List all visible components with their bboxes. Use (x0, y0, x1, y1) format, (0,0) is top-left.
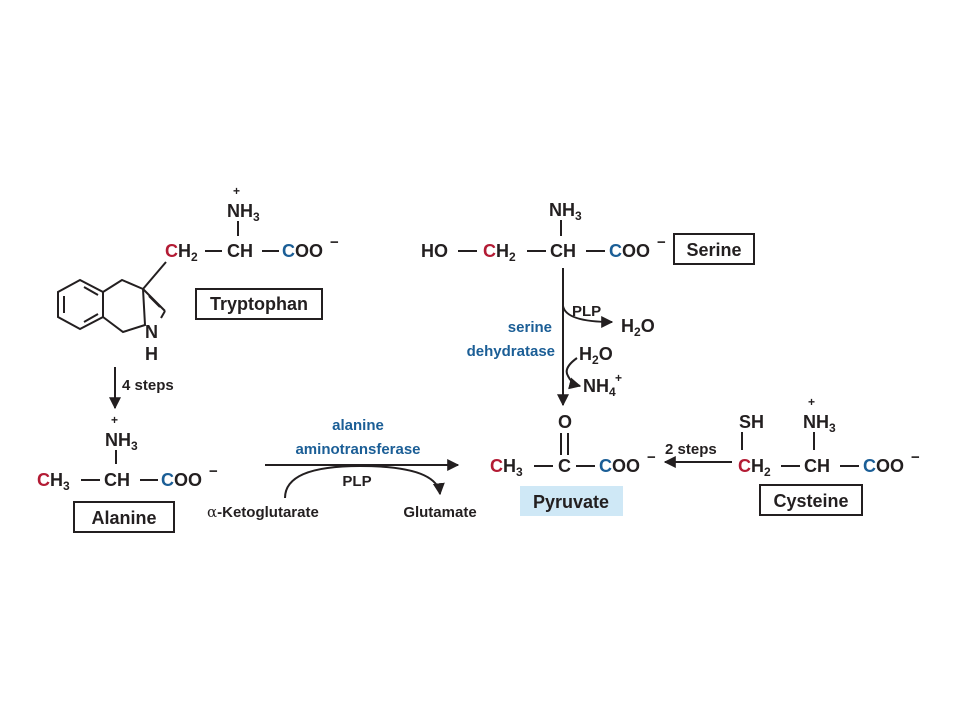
indole-nh: H (145, 344, 158, 364)
pyrrole-ring (102, 278, 147, 334)
alanine-label-box (73, 501, 175, 533)
ser-water-in: H2O (579, 344, 613, 367)
transamination-curve-arrow (284, 464, 445, 499)
ser-water-out: H2O (621, 316, 655, 339)
cys-side-chain-ch2: CH2 (738, 456, 771, 479)
indole-ring: N H (57, 261, 167, 364)
glutamate-label: Glutamate (403, 504, 476, 521)
pyruvate-label: Pyruvate (533, 492, 609, 512)
cys-thiol: SH (739, 412, 764, 432)
alanine-structure: + NH3 CH3 CH COO − Alanine (37, 413, 218, 533)
two-steps-label: 2 steps (665, 441, 717, 458)
ala-enzyme-line2: aminotransferase (295, 441, 420, 458)
cysteine-label-box (759, 484, 863, 516)
pyr-methyl: CH3 (490, 456, 523, 479)
alpha-ketoglutarate-label: α-Ketoglutarate (207, 503, 319, 521)
ala-cofactor-plp: PLP (342, 473, 371, 490)
ser-hydroxyl: HO (421, 241, 448, 261)
ala-enzyme-line1: alanine (332, 417, 384, 434)
serine-dehydratase-step: PLP H2O serine dehydratase H2O NH4 + (467, 268, 655, 407)
tryptophan-structure: + NH3 CH2 CH COO − N H Tryptophan (57, 184, 339, 364)
serine-label-box (673, 233, 755, 265)
tryptophan-label: Tryptophan (210, 294, 308, 314)
ser-carboxylate-charge: − (657, 234, 666, 251)
cysteine-label: Cysteine (773, 491, 848, 511)
ala-alpha-ch: CH (104, 470, 130, 490)
trp-alpha-ch: CH (227, 241, 253, 261)
ser-nh3: NH3 (549, 200, 582, 223)
ser-side-chain-ch2: CH2 (483, 241, 516, 264)
benzene-double-bond-3 (83, 313, 99, 323)
pyr-carboxylate: COO (599, 456, 640, 476)
pyruvate-highlight (520, 486, 623, 516)
alanine-label: Alanine (91, 508, 156, 528)
four-steps-label: 4 steps (122, 377, 174, 394)
ser-ammonium-out: NH4 (583, 376, 616, 399)
ammonia-release-arrow (565, 357, 582, 390)
pyrrole-double-bond (148, 295, 161, 308)
cys-alpha-ch: CH (804, 456, 830, 476)
ala-methyl: CH3 (37, 470, 70, 493)
ala-carboxylate: COO (161, 470, 202, 490)
trp-carboxylate-charge: − (330, 234, 339, 251)
cysteine-structure: SH + NH3 CH2 CH COO − Cysteine (738, 395, 920, 516)
alanine-aminotransferase-step: alanine aminotransferase PLP α-Ketogluta… (207, 417, 477, 521)
cys-nh3: NH3 (803, 412, 836, 435)
ser-cofactor-plp: PLP (572, 303, 601, 320)
serine-label: Serine (686, 240, 741, 260)
pyr-carboxylate-charge: − (647, 449, 656, 466)
cys-nh3-charge: + (808, 395, 815, 409)
trp-side-chain-ch2: CH2 (165, 241, 198, 264)
benzene-double-bond-2 (83, 286, 99, 296)
ala-nh3: NH3 (105, 430, 138, 453)
ala-carboxylate-charge: − (209, 463, 218, 480)
ser-enzyme-line2: dehydratase (467, 343, 555, 360)
pyr-carbonyl-c: C (558, 456, 571, 476)
ring-to-ch2-bond (142, 261, 167, 290)
n-c2-bond (160, 310, 166, 319)
tryptophan-label-box (195, 288, 323, 320)
cys-carboxylate: COO (863, 456, 904, 476)
pyr-carbonyl-o: O (558, 412, 572, 432)
trp-carboxylate: COO (282, 241, 323, 261)
indole-n: N (145, 322, 158, 342)
serine-structure: NH3 HO CH2 CH COO − Serine (421, 200, 755, 265)
ser-ammonium-charge: + (615, 371, 622, 385)
trp-nh3: NH3 (227, 201, 260, 224)
ser-enzyme-line1: serine (508, 319, 552, 336)
cys-carboxylate-charge: − (911, 449, 920, 466)
pyruvate-structure: O CH3 C COO − Pyruvate (490, 412, 656, 516)
ser-alpha-ch: CH (550, 241, 576, 261)
ser-carboxylate: COO (609, 241, 650, 261)
ala-nh3-charge: + (111, 413, 118, 427)
trp-nh3-charge: + (233, 184, 240, 198)
water-release-arrow (562, 305, 614, 328)
